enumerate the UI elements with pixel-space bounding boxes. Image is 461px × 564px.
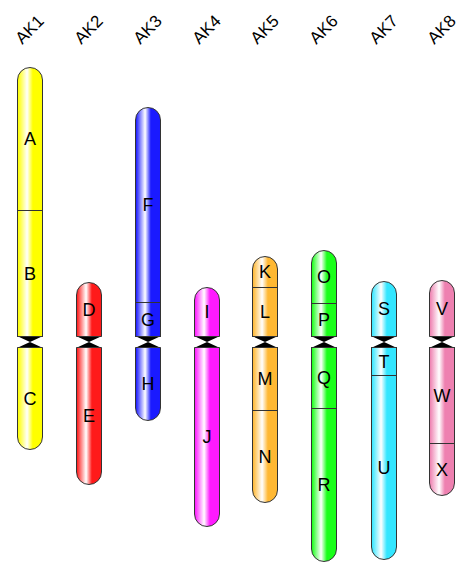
segment-letter: Q bbox=[317, 369, 331, 387]
segment-letter: I bbox=[204, 303, 209, 321]
segment-letter: J bbox=[203, 428, 212, 446]
segment-letter: M bbox=[258, 370, 273, 388]
chromosome-segment: V bbox=[429, 280, 455, 337]
chromosome-segment: S bbox=[371, 281, 397, 337]
segment-letter: P bbox=[318, 311, 330, 329]
chromosome-label: AK3 bbox=[130, 12, 167, 49]
chromosome-segment: O bbox=[311, 250, 337, 304]
chromosome-label: AK7 bbox=[366, 12, 403, 49]
segment-letter: O bbox=[317, 268, 331, 286]
chromosome-segment: J bbox=[194, 347, 220, 527]
segment-letter: L bbox=[260, 303, 270, 321]
chromosome-segment: B bbox=[17, 210, 43, 337]
chromosome-segment: N bbox=[252, 410, 278, 503]
chromosome-label: AK6 bbox=[306, 12, 343, 49]
segment-letter: U bbox=[378, 459, 391, 477]
chromosome-segment: K bbox=[252, 256, 278, 288]
chromosome: AK8VWX bbox=[429, 0, 455, 564]
chromosome-segment: U bbox=[371, 375, 397, 560]
chromosome-label: AK4 bbox=[189, 12, 226, 49]
segment-letter: F bbox=[143, 196, 154, 214]
segment-letter: V bbox=[436, 300, 448, 318]
chromosome-segment: I bbox=[194, 287, 220, 337]
chromosome-segment: D bbox=[76, 282, 102, 337]
segment-letter: B bbox=[24, 265, 36, 283]
chromosome-segment: Q bbox=[311, 347, 337, 409]
segment-letter: R bbox=[318, 476, 331, 494]
segment-letter: H bbox=[142, 375, 155, 393]
segment-letter: T bbox=[379, 353, 390, 371]
segment-letter: N bbox=[259, 448, 272, 466]
chromosome: AK7STU bbox=[371, 0, 397, 564]
chromosome-segment: F bbox=[135, 107, 161, 303]
segment-letter: S bbox=[378, 300, 390, 318]
segment-letter: X bbox=[436, 461, 448, 479]
chromosome-label: AK1 bbox=[12, 12, 49, 49]
segment-letter: E bbox=[83, 407, 95, 425]
chromosome-label: AK8 bbox=[424, 12, 461, 49]
segment-letter: G bbox=[141, 311, 155, 329]
chromosome: AK1ABC bbox=[17, 0, 43, 564]
chromosome-segment: C bbox=[17, 347, 43, 450]
chromosome-segment: L bbox=[252, 287, 278, 337]
chromosome-segment: P bbox=[311, 303, 337, 337]
chromosome-label: AK5 bbox=[247, 12, 284, 49]
chromosome-segment: E bbox=[76, 347, 102, 485]
segment-letter: D bbox=[83, 301, 96, 319]
chromosome-segment: G bbox=[135, 302, 161, 337]
chromosome-segment: X bbox=[429, 443, 455, 496]
chromosome-segment: A bbox=[17, 67, 43, 211]
chromosome-segment: W bbox=[429, 347, 455, 444]
chromosome-segment: T bbox=[371, 347, 397, 376]
chromosome: AK6OPQR bbox=[311, 0, 337, 564]
chromosome-segment: R bbox=[311, 408, 337, 562]
chromosome: AK2DE bbox=[76, 0, 102, 564]
chromosome-segment: H bbox=[135, 347, 161, 421]
segment-letter: A bbox=[24, 130, 36, 148]
chromosome-label: AK2 bbox=[71, 12, 108, 49]
chromosome-segment: M bbox=[252, 347, 278, 411]
segment-letter: C bbox=[24, 390, 37, 408]
chromosome: AK4IJ bbox=[194, 0, 220, 564]
chromosome: AK5KLMN bbox=[252, 0, 278, 564]
segment-letter: W bbox=[434, 387, 451, 405]
segment-letter: K bbox=[259, 263, 271, 281]
chromosome: AK3FGH bbox=[135, 0, 161, 564]
